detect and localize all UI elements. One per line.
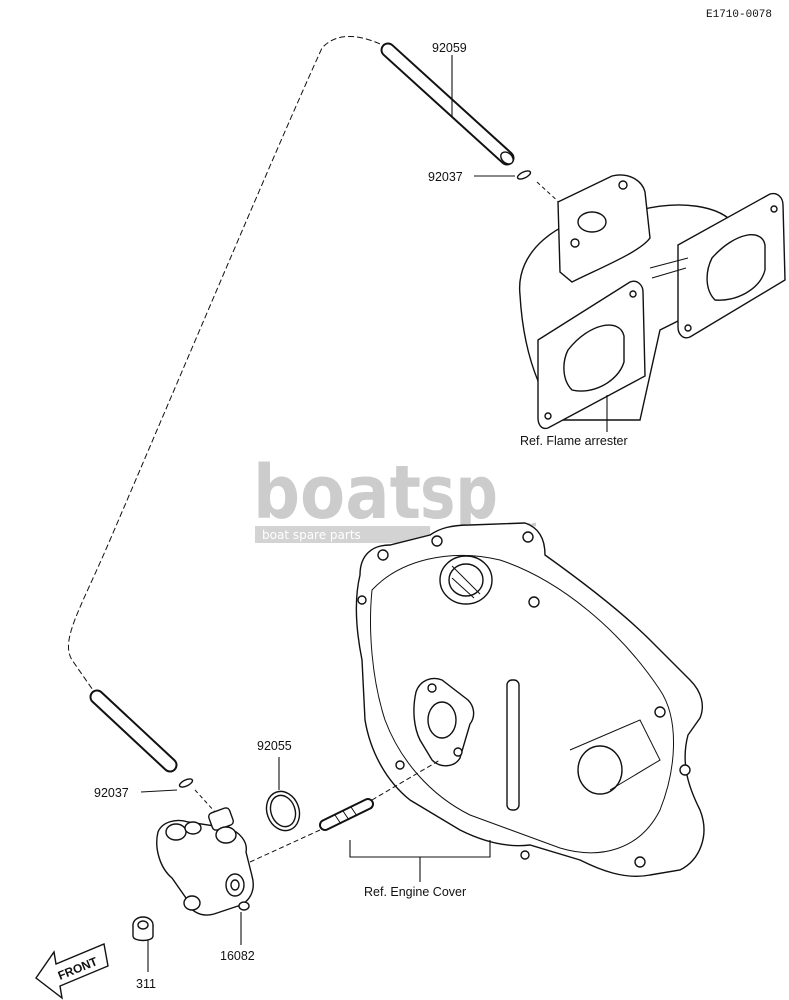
label-92055: 92055 [257,739,292,753]
label-16082: 16082 [220,949,255,963]
label-ref-flame: Ref. Flame arrester [520,434,628,448]
flame-arrester [519,174,786,430]
label-ref-engine: Ref. Engine Cover [364,885,466,899]
clamp-top [516,170,532,180]
tube-lower [89,689,178,773]
valve-body [156,807,254,916]
watermark-logo: boat sp .gr boat spare parts [253,450,536,543]
diagram-code: E1710-0078 [706,9,772,21]
guide-clamp-to-valve [194,789,216,813]
leader-92037-bottom [140,789,178,793]
tube-upper [380,42,515,166]
guide-clamp-to-fitting [536,181,563,206]
hose-line [68,35,389,694]
label-92059: 92059 [432,41,467,55]
engine-cover [355,522,705,877]
watermark-tagline-bar [255,526,430,543]
watermark-brand-sp: sp [420,450,498,536]
nut [132,916,154,942]
stud-bolt [319,798,374,831]
bracket-engine-cover [349,840,491,858]
label-311: 311 [136,977,156,991]
label-92037-top: 92037 [428,170,463,184]
clamp-bottom [178,778,194,788]
watermark-brand-main: boat [253,450,421,536]
label-92037-bottom: 92037 [94,786,129,800]
guide-valve-to-stud [249,829,321,863]
guide-stud-to-cover [371,759,441,801]
front-badge: FRONT [35,943,109,1000]
watermark-tagline: boat spare parts [262,528,361,542]
